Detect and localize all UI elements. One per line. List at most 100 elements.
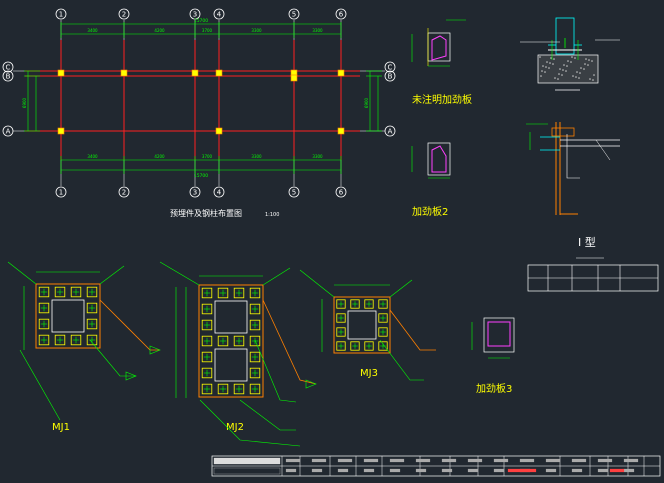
hatch-dot <box>589 78 591 80</box>
grid-bubble-top-label: 1 <box>59 11 63 19</box>
title-block-text <box>545 458 561 463</box>
hatch-dot <box>550 57 552 59</box>
anchor-square <box>217 383 229 395</box>
leader-line <box>159 261 200 286</box>
hatch-dot <box>584 63 586 65</box>
embed-mj2 <box>198 284 264 398</box>
leader-line <box>254 339 297 403</box>
weld-symbol <box>305 379 317 389</box>
column-section <box>555 17 575 55</box>
plate-opening <box>214 300 248 334</box>
title-block-text <box>311 468 323 473</box>
hatch-dot <box>574 57 576 59</box>
anchor-square <box>249 319 261 331</box>
grid-bubble-left-label: C <box>6 64 11 72</box>
title-block-text <box>623 468 635 473</box>
title-block-text <box>571 468 583 473</box>
anchor-square <box>201 303 213 315</box>
grid-bubble-bottom-circle <box>288 186 300 198</box>
leader-line <box>299 269 335 298</box>
embed-mj3-outline <box>333 296 391 354</box>
hatch-dot <box>559 68 561 70</box>
steel-column <box>215 69 223 77</box>
leader-line <box>389 279 413 298</box>
anchor-square <box>86 286 98 298</box>
anchor-square <box>249 287 261 299</box>
hatch-dot <box>593 74 595 76</box>
anchor-square <box>201 319 213 331</box>
plate-opening <box>347 310 377 340</box>
title-block-text <box>545 468 557 473</box>
hatch-dot <box>542 65 544 67</box>
dim-text-bottom: 4200 <box>154 154 165 159</box>
dim-text-total-bottom: 15700 <box>194 173 208 179</box>
plate-opening <box>214 348 248 382</box>
hatch-dot <box>541 70 543 72</box>
leader-line <box>239 399 296 431</box>
dim-text-top: 3400 <box>87 28 98 33</box>
title-block-text <box>285 468 297 473</box>
hatch-dot <box>565 70 567 72</box>
dim-text-bottom: 3300 <box>251 154 262 159</box>
stiffener2-outline <box>431 145 447 173</box>
leader-line <box>379 339 424 381</box>
title-block-text <box>363 458 379 463</box>
embed-mj3 <box>333 296 391 354</box>
title-block-text <box>597 458 613 463</box>
hatch-dot <box>578 77 580 79</box>
anchor-square <box>38 302 50 314</box>
anchor-square <box>86 334 98 346</box>
steel-column <box>57 127 65 135</box>
dim-text-right: 6900 <box>364 97 369 108</box>
title-block-text <box>467 468 479 473</box>
steel-column <box>215 127 223 135</box>
anchor-square <box>70 286 82 298</box>
anchor-square <box>350 299 360 309</box>
hatch-dot <box>591 60 593 62</box>
anchor-square <box>249 303 261 315</box>
grid-bubble-bottom-label: 1 <box>59 189 63 197</box>
leader-line <box>7 261 37 285</box>
grid-bubble-bottom-circle <box>189 186 201 198</box>
hatch-dot <box>544 71 546 73</box>
stiffener3-title: 加劲板3 <box>476 382 512 395</box>
steel-column <box>191 69 199 77</box>
leader-line <box>262 267 291 286</box>
steel-column <box>290 74 298 82</box>
anchor-square <box>233 287 245 299</box>
anchor-line <box>566 134 580 179</box>
hatch-dot <box>548 67 550 69</box>
grid-bubble-top-circle <box>118 8 130 20</box>
grid-bubble-left-label: B <box>6 73 11 81</box>
stiffener-title: 未注明加劲板 <box>412 93 472 106</box>
hatch-dot <box>592 79 594 81</box>
title-block-text <box>493 468 505 473</box>
grid-bubble-left-circle <box>2 61 14 73</box>
hatch-dot <box>585 58 587 60</box>
grid-bubble-top-label: 3 <box>193 11 197 19</box>
hatch-dot <box>545 66 547 68</box>
anchor-square <box>38 318 50 330</box>
grid-bubble-bottom-circle <box>55 186 67 198</box>
hatch-dot <box>566 65 568 67</box>
hatch-dot <box>557 78 559 80</box>
anchor-square <box>217 287 229 299</box>
hatch-dot <box>572 75 574 77</box>
title-block-text <box>415 458 431 463</box>
hatch-dot <box>554 77 556 79</box>
steel-column <box>57 69 65 77</box>
steel-column <box>120 69 128 77</box>
anchor-square <box>249 367 261 379</box>
hatch-dot <box>567 60 569 62</box>
title-block-text <box>441 468 453 473</box>
grid-bubble-right-label: A <box>388 128 393 136</box>
hatch-dot <box>583 68 585 70</box>
weld-symbol <box>125 371 137 381</box>
anchor-square <box>350 341 360 351</box>
anchor-square <box>201 351 213 363</box>
grid-bubble-top-label: 2 <box>122 11 126 19</box>
steel-column <box>337 69 345 77</box>
embed-mj1 <box>35 283 101 349</box>
hatch-dot <box>552 63 554 65</box>
